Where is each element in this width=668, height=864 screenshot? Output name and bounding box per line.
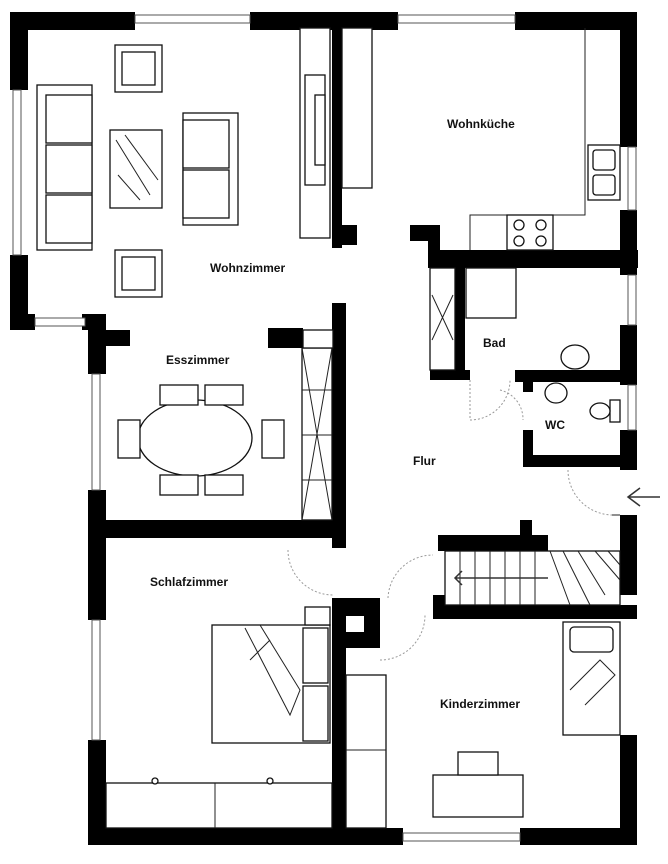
bathroom-fixtures xyxy=(429,267,621,423)
room-label-schlafzimmer: Schlafzimmer xyxy=(150,575,228,589)
room-label-bad: Bad xyxy=(483,336,506,350)
kids-room-furniture xyxy=(345,621,621,829)
arrow-left-icon xyxy=(626,487,660,507)
hallway xyxy=(287,469,660,661)
bedroom-furniture xyxy=(105,606,333,829)
room-label-kinderzimmer: Kinderzimmer xyxy=(440,697,520,711)
room-label-flur: Flur xyxy=(413,454,436,468)
windows xyxy=(12,14,637,842)
room-label-esszimmer: Esszimmer xyxy=(166,353,230,367)
kitchen-furniture xyxy=(469,28,621,251)
room-label-wc: WC xyxy=(545,418,565,432)
room-label-wohnkueche: Wohnküche xyxy=(447,117,515,131)
dining-room-furniture xyxy=(117,329,334,521)
living-room-furniture xyxy=(36,27,373,298)
walls xyxy=(10,12,638,845)
room-label-wohnzimmer: Wohnzimmer xyxy=(210,261,285,275)
staircase xyxy=(444,550,621,606)
